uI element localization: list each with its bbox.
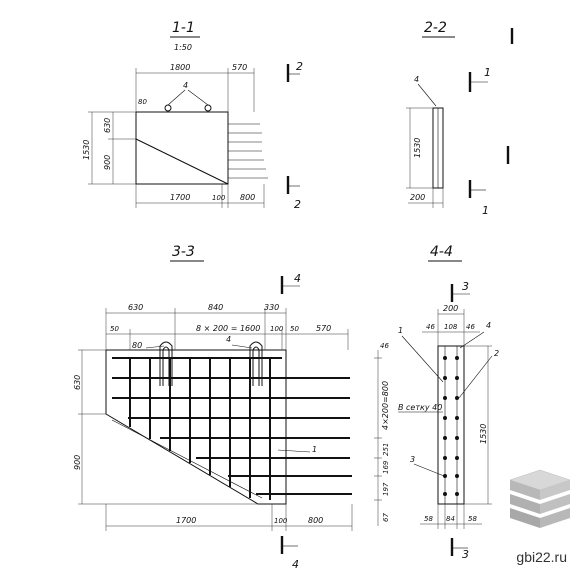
- section-3-3: 3-3 80 4 1: [73, 244, 390, 571]
- s33-mark-1: 1: [312, 445, 317, 454]
- s44-cut-bottom: 3: [462, 548, 469, 561]
- s33-mark-4: 4: [226, 335, 231, 344]
- s11-cut-top: 2: [296, 60, 303, 73]
- section-2-2-title: 2-2: [424, 20, 447, 36]
- s44-mark-1: 1: [398, 326, 403, 335]
- s22-cut-bottom: 1: [482, 204, 489, 217]
- s44-mark-3: 3: [410, 455, 415, 464]
- s44-dim-200: 200: [443, 304, 458, 313]
- s44-dim-108: 108: [444, 323, 458, 331]
- s33-dim-840: 840: [208, 303, 223, 312]
- s11-dim-80: 80: [138, 98, 147, 106]
- s33-dim-169: 169: [382, 460, 390, 474]
- s33-dim-330: 330: [264, 303, 279, 312]
- section-1-1: 1-1 1:50 4 1800 570 80 1530 6: [82, 20, 303, 211]
- s33-dim-spacing: 8 × 200 = 1600: [196, 324, 260, 333]
- s11-mark-4: 4: [183, 81, 188, 90]
- s44-note: В сетку 40: [398, 403, 442, 412]
- s22-cut-top: 1: [484, 66, 491, 79]
- s11-dim-1530: 1530: [82, 140, 91, 160]
- s33-dim-100b: 100: [274, 517, 288, 525]
- site-watermark: gbi22.ru: [516, 549, 567, 565]
- s33-dim-80: 80: [132, 341, 142, 350]
- s22-dim-1530: 1530: [413, 138, 422, 158]
- section-2-2: 2-2 4 1530 200 1 1: [406, 20, 514, 217]
- s33-dim-h630: 630: [73, 375, 82, 390]
- s22-dim-200: 200: [410, 193, 425, 202]
- site-logo-icon: [509, 469, 571, 528]
- s33-dim-h900: 900: [73, 455, 82, 470]
- s44-mark-2: 2: [494, 349, 499, 358]
- section-4-4: 4-4 200 46 108 46 1 4 2: [398, 244, 499, 561]
- s44-dim-58b: 58: [468, 515, 477, 523]
- section-3-3-title: 3-3: [172, 244, 195, 260]
- s11-cut-bottom: 2: [294, 198, 301, 211]
- section-1-1-title: 1-1: [172, 20, 195, 36]
- s33-dim-50a: 50: [110, 325, 119, 333]
- s33-dim-46: 46: [380, 342, 389, 350]
- s11-dim-1800: 1800: [170, 63, 190, 72]
- s33-dim-197: 197: [382, 482, 390, 496]
- s33-dim-50b: 50: [290, 325, 299, 333]
- s11-dim-630: 630: [103, 118, 112, 133]
- s33-dim-800v: 4×200=800: [381, 381, 390, 430]
- section-1-1-scale: 1:50: [174, 43, 192, 52]
- s11-dim-1700: 1700: [170, 193, 190, 202]
- s33-dim-1700: 1700: [176, 516, 196, 525]
- s22-mark-4: 4: [414, 75, 419, 84]
- s44-cut-top: 3: [462, 280, 469, 293]
- s33-dim-67: 67: [382, 513, 390, 522]
- s33-cut-top: 4: [294, 272, 301, 285]
- s11-dim-900: 900: [103, 155, 112, 170]
- s33-dim-251: 251: [382, 443, 390, 456]
- s44-mark-4: 4: [486, 321, 491, 330]
- s44-dim-1530: 1530: [479, 424, 488, 444]
- s33-cut-bottom: 4: [292, 558, 299, 571]
- s44-dim-84: 84: [446, 515, 455, 523]
- s11-dim-100: 100: [212, 194, 226, 202]
- section-4-4-title: 4-4: [430, 244, 453, 260]
- s33-dim-100: 100: [270, 325, 284, 333]
- s44-dim-58a: 58: [424, 515, 433, 523]
- s33-dim-570: 570: [316, 324, 331, 333]
- s11-dim-570: 570: [232, 63, 247, 72]
- s44-dim-46b: 46: [466, 323, 475, 331]
- s11-dim-800: 800: [240, 193, 255, 202]
- s33-dim-800: 800: [308, 516, 323, 525]
- s33-dim-630: 630: [128, 303, 143, 312]
- s44-dim-46a: 46: [426, 323, 435, 331]
